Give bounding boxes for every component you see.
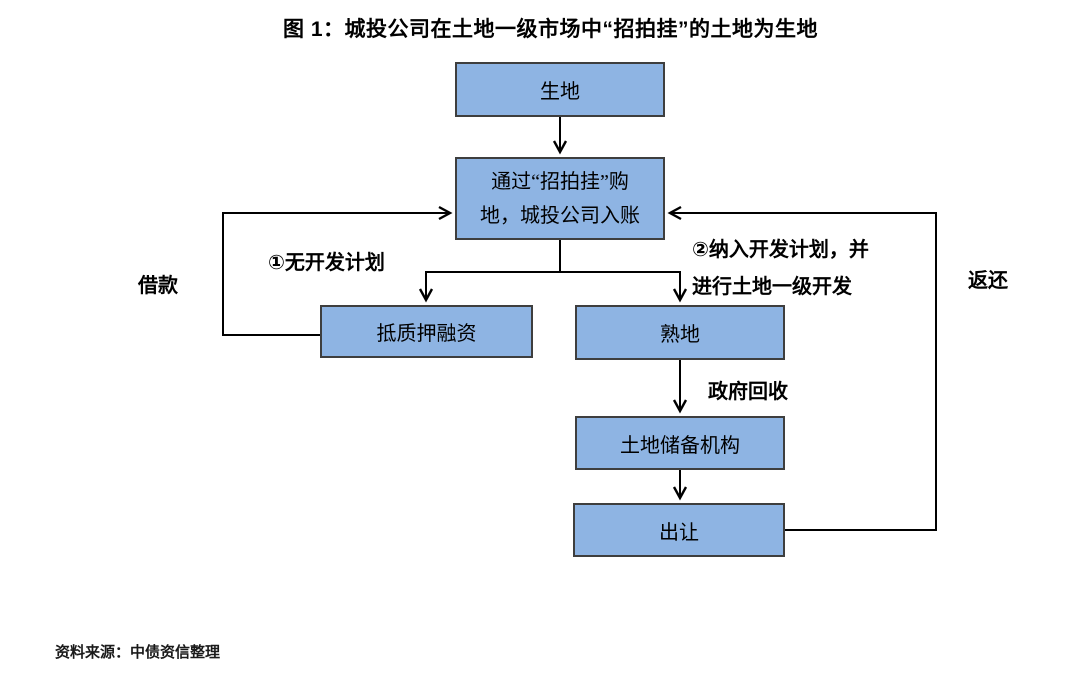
node-reserve-label: 土地储备机构 (620, 434, 740, 457)
node-mortgage-financing: 抵质押融资 (320, 305, 533, 358)
edge-label-give-back: 返还 (968, 270, 1008, 292)
node-land-reserve-agency: 土地储备机构 (575, 416, 785, 470)
node-raw-land-label: 生地 (540, 81, 580, 103)
figure-title: 图 1：城投公司在土地一级市场中“招拍挂”的土地为生地 (283, 18, 819, 41)
node-purchase-label-line2: 地，城投公司入账 (480, 204, 640, 227)
edge-purchase-to-mortgage (418, 240, 561, 303)
node-mortgage-label: 抵质押融资 (376, 323, 477, 345)
edge-label-gov-recovery: 政府回收 (708, 381, 788, 403)
node-mature-label: 熟地 (660, 324, 700, 346)
edge-label-dev-plan-line2: 进行土地一级开发 (692, 276, 852, 298)
edge-borrow-loop (222, 205, 453, 336)
edge-purchase-to-mature (560, 271, 688, 303)
node-purchase-via-bidding: 通过“招拍挂”购 地，城投公司入账 (455, 157, 665, 240)
node-purchase-label-line1: 通过“招拍挂”购 (491, 170, 629, 193)
node-raw-land: 生地 (455, 62, 665, 117)
edge-label-borrow: 借款 (138, 275, 178, 297)
source-note: 资料来源：中债资信整理 (55, 644, 221, 661)
edge-return-loop (667, 205, 937, 531)
edge-label-dev-plan-line1: ②纳入开发计划，并 (692, 239, 869, 261)
node-land-transfer: 出让 (573, 503, 785, 557)
edge-label-dev-plan: ②纳入开发计划，并 进行土地一级开发 (692, 232, 869, 306)
edge-label-no-dev-plan: ①无开发计划 (268, 252, 385, 274)
node-mature-land: 熟地 (575, 305, 785, 360)
node-transfer-label: 出让 (659, 521, 699, 544)
